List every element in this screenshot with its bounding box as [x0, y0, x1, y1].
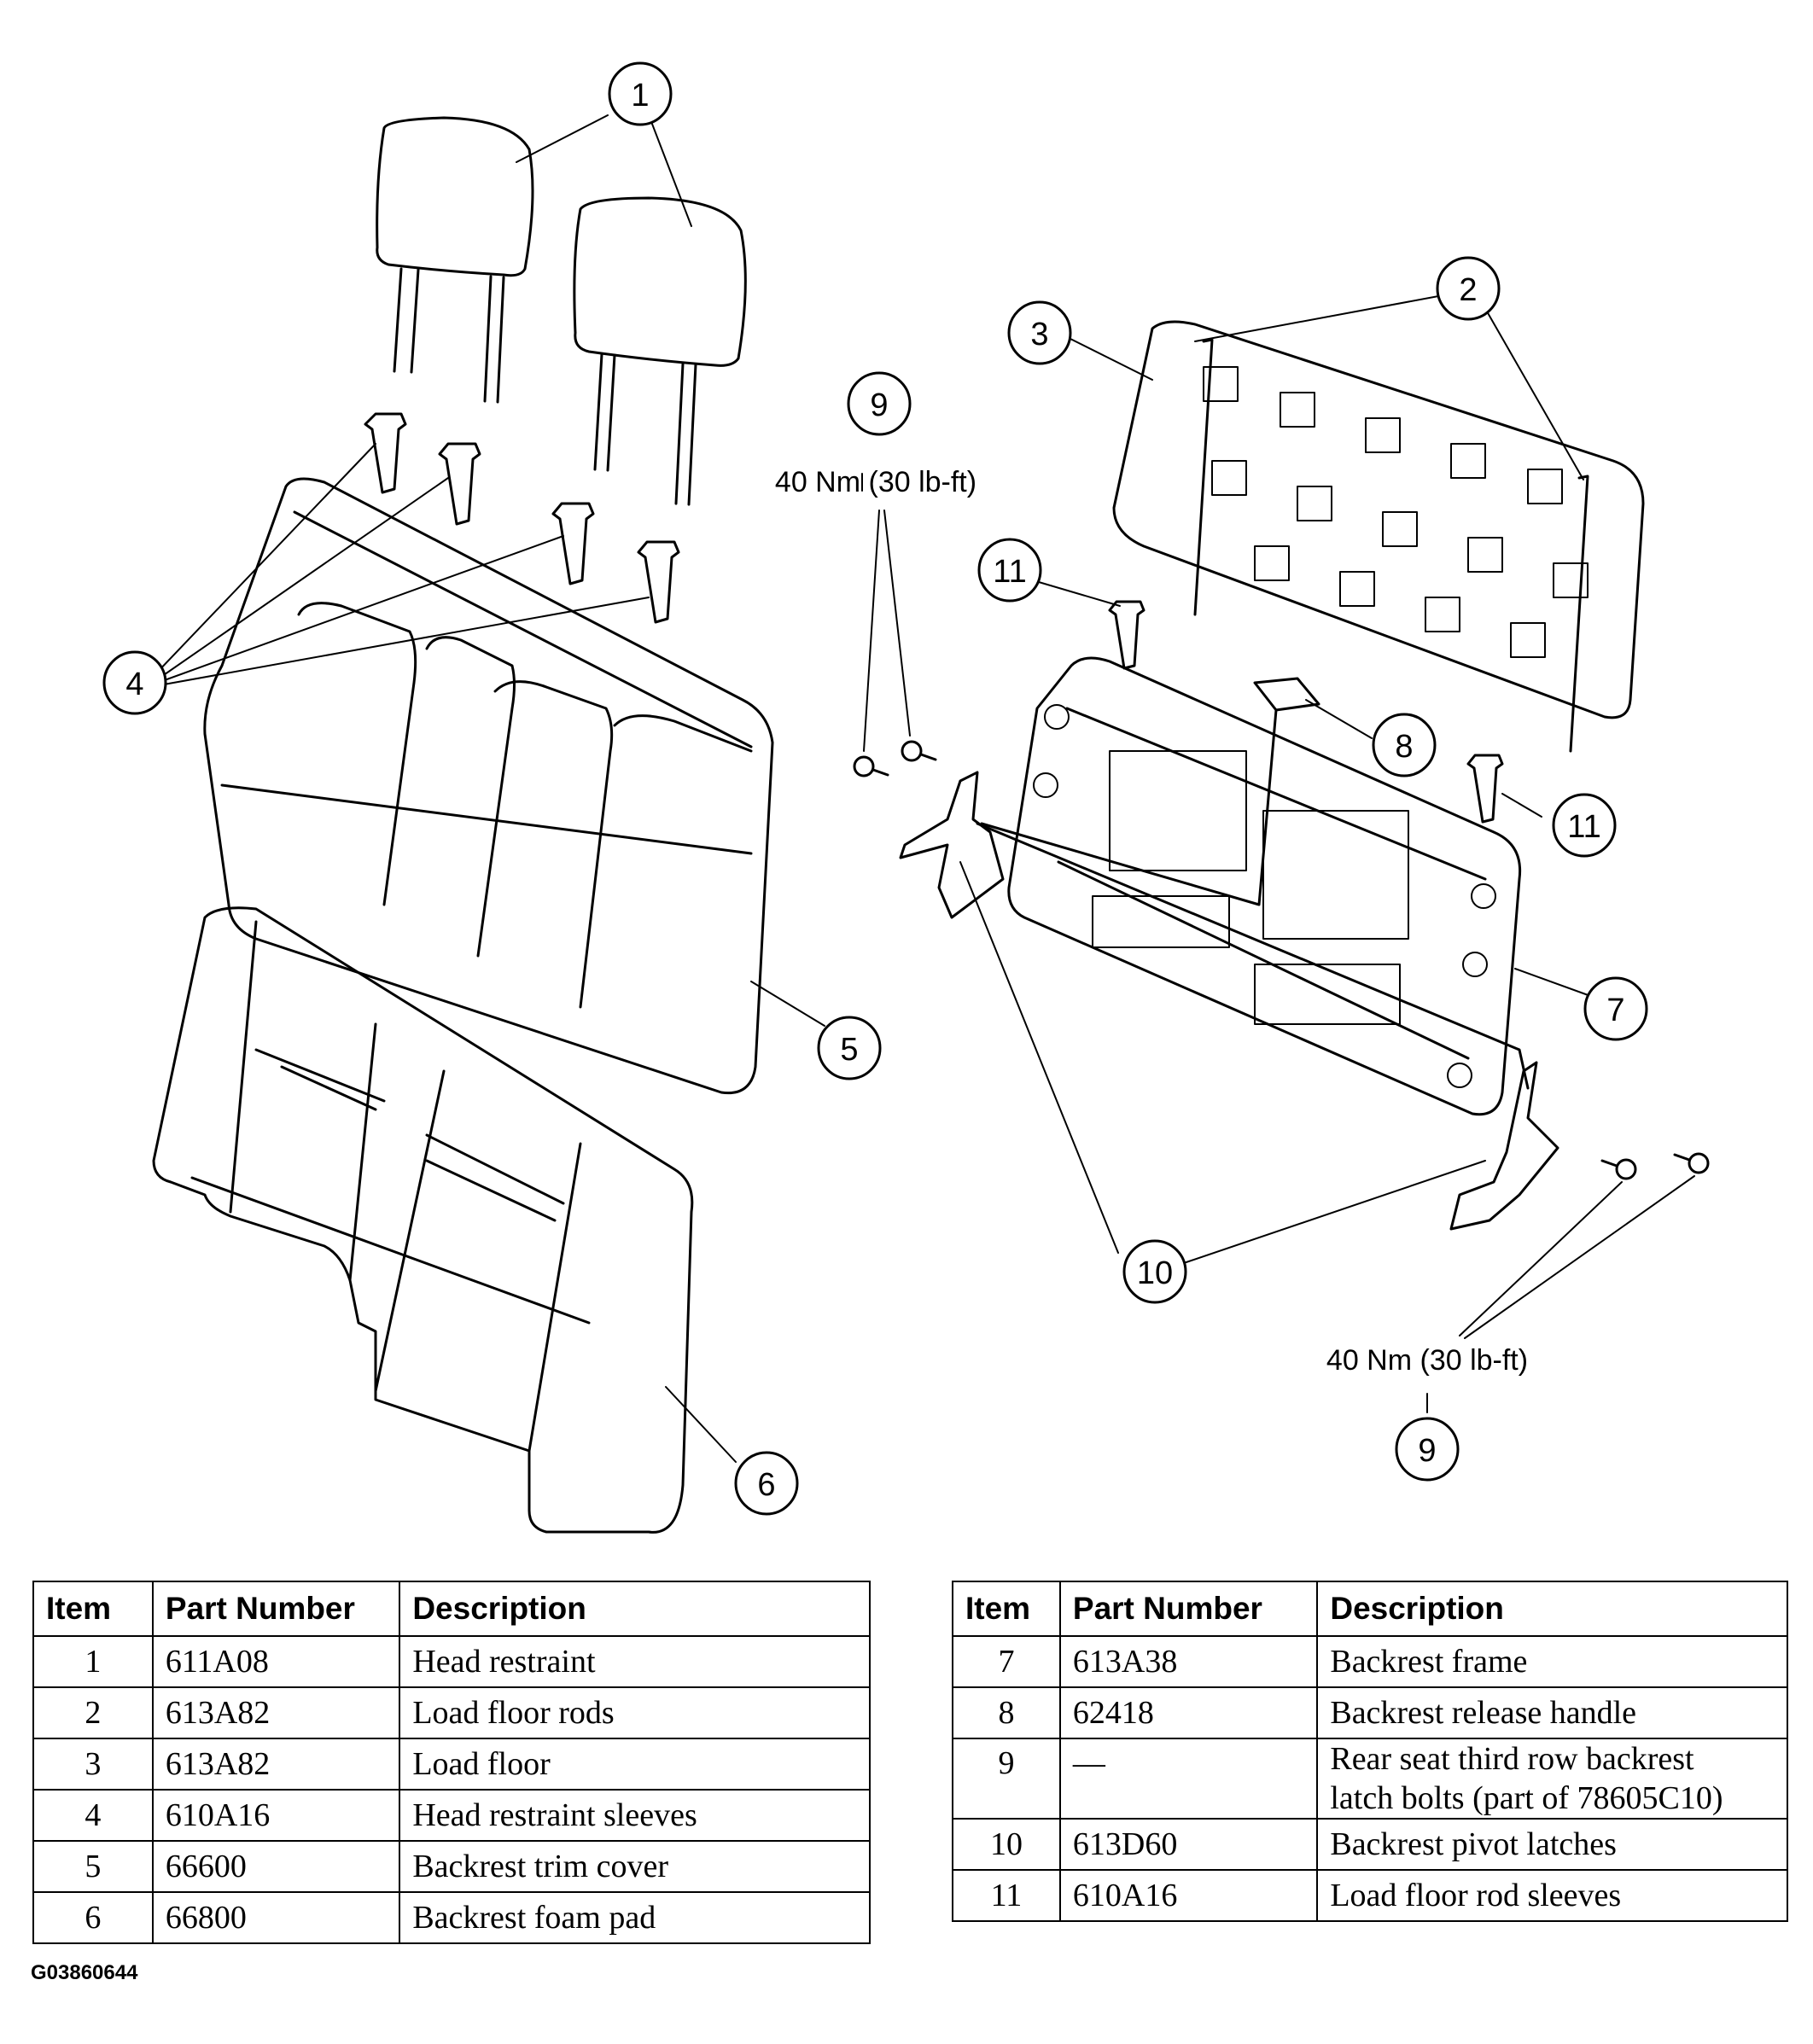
- load-floor: [1112, 320, 1645, 719]
- svg-text:4: 4: [125, 667, 143, 702]
- item-cell: 10: [952, 1818, 1061, 1871]
- part-number-cell: 613A82: [151, 1686, 401, 1739]
- part-number-cell: 610A16: [1058, 1869, 1319, 1922]
- callout-1: 1: [608, 61, 673, 126]
- table-row: 7 613A38 Backrest frame: [952, 1635, 1788, 1688]
- svg-text:2: 2: [1459, 272, 1477, 308]
- part-number-cell: 62418: [1058, 1686, 1319, 1739]
- item-cell: 7: [952, 1635, 1061, 1688]
- backrest-trim-cover: [203, 477, 774, 1095]
- description-cell: Load floor rod sleeves: [1316, 1869, 1788, 1922]
- table-row: 3 613A82 Load floor: [32, 1738, 871, 1791]
- item-cell: 11: [952, 1869, 1061, 1922]
- table-row: 1 611A08 Head restraint: [32, 1635, 871, 1688]
- part-number-cell: 66600: [151, 1840, 401, 1893]
- svg-text:7: 7: [1606, 993, 1624, 1028]
- svg-text:11: 11: [1567, 809, 1600, 845]
- part-number-cell: 613A38: [1058, 1635, 1319, 1688]
- item-cell: 9: [952, 1738, 1061, 1820]
- callout-9-top: 9: [847, 371, 912, 436]
- svg-text:10: 10: [1137, 1255, 1173, 1291]
- svg-text:6: 6: [757, 1467, 775, 1503]
- description-cell: Backrest trim cover: [399, 1840, 871, 1893]
- description-cell: Rear seat third row backrest latch bolts…: [1316, 1738, 1788, 1820]
- svg-text:8: 8: [1395, 729, 1413, 765]
- part-number-cell: 610A16: [151, 1789, 401, 1842]
- backrest-foam-pad: [152, 906, 694, 1534]
- part-number-cell: 613A82: [151, 1738, 401, 1791]
- callout-3: 3: [1007, 300, 1072, 365]
- col-header-description: Description: [399, 1581, 871, 1637]
- col-header-description: Description: [1316, 1581, 1788, 1637]
- head-restraint-sleeves: [364, 412, 680, 624]
- description-cell: Backrest release handle: [1316, 1686, 1788, 1739]
- table-row: 9 — Rear seat third row backrest latch b…: [952, 1738, 1788, 1820]
- svg-text:9: 9: [870, 387, 888, 423]
- col-header-item: Item: [952, 1581, 1061, 1637]
- head-restraint-left: [376, 116, 534, 404]
- table-row: 4 610A16 Head restraint sleeves: [32, 1789, 871, 1842]
- callout-7: 7: [1583, 976, 1648, 1041]
- leader-lines: [154, 114, 1695, 1463]
- item-cell: 4: [32, 1789, 154, 1842]
- callout-8: 8: [1372, 713, 1437, 777]
- item-cell: 2: [32, 1686, 154, 1739]
- table-row: 10 613D60 Backrest pivot latches: [952, 1818, 1788, 1871]
- item-cell: 6: [32, 1891, 154, 1944]
- load-floor-rod-sleeves: [1108, 600, 1504, 824]
- table-row: 2 613A82 Load floor rods: [32, 1686, 871, 1739]
- col-header-part-number: Part Number: [151, 1581, 401, 1637]
- description-cell: Backrest pivot latches: [1316, 1818, 1788, 1871]
- part-number-cell: 611A08: [151, 1635, 401, 1688]
- parts-table-left: Item Part Number Description 1 611A08 He…: [32, 1581, 871, 1944]
- callout-11-right: 11: [1552, 793, 1617, 858]
- svg-text:5: 5: [840, 1032, 858, 1068]
- part-number-cell: 613D60: [1058, 1818, 1319, 1871]
- exploded-parts-diagram: 1 2 3 4 5 6 7 8: [102, 61, 1710, 1534]
- latch-bolts: [853, 740, 1710, 1180]
- parts-table-right: Item Part Number Description 7 613A38 Ba…: [952, 1581, 1788, 1922]
- description-cell: Load floor: [399, 1738, 871, 1791]
- item-cell: 1: [32, 1635, 154, 1688]
- item-cell: 3: [32, 1738, 154, 1791]
- callout-2: 2: [1436, 256, 1501, 321]
- description-cell: Backrest frame: [1316, 1635, 1788, 1688]
- description-cell: Backrest foam pad: [399, 1891, 871, 1944]
- head-restraint-right: [573, 196, 747, 506]
- svg-text:11: 11: [993, 554, 1026, 590]
- table-row: 11 610A16 Load floor rod sleeves: [952, 1869, 1788, 1922]
- table-header-row: Item Part Number Description: [952, 1581, 1788, 1637]
- description-cell: Head restraint: [399, 1635, 871, 1688]
- backrest-pivot-latches: [899, 771, 1559, 1231]
- col-header-item: Item: [32, 1581, 154, 1637]
- table-row: 8 62418 Backrest release handle: [952, 1686, 1788, 1739]
- callout-11-left: 11: [977, 538, 1042, 603]
- table-header-row: Item Part Number Description: [32, 1581, 871, 1637]
- table-row: 6 66800 Backrest foam pad: [32, 1891, 871, 1944]
- part-number-cell: —: [1058, 1738, 1319, 1820]
- callout-4: 4: [102, 650, 167, 715]
- col-header-part-number: Part Number: [1058, 1581, 1319, 1637]
- description-cell: Load floor rods: [399, 1686, 871, 1739]
- description-cell: Head restraint sleeves: [399, 1789, 871, 1842]
- figure-code: G03860644: [31, 1961, 138, 1984]
- item-cell: 8: [952, 1686, 1061, 1739]
- item-cell: 5: [32, 1840, 154, 1893]
- callout-5: 5: [817, 1016, 882, 1080]
- callout-9-bottom: 9: [1395, 1417, 1460, 1482]
- svg-text:3: 3: [1030, 317, 1048, 352]
- backrest-release-handle: [980, 677, 1320, 906]
- torque-label-bottom: 40 Nm (30 lb-ft): [1326, 1344, 1528, 1377]
- table-row: 5 66600 Backrest trim cover: [32, 1840, 871, 1893]
- backrest-frame: [1007, 656, 1522, 1116]
- part-number-cell: 66800: [151, 1891, 401, 1944]
- callout-6: 6: [734, 1451, 799, 1516]
- torque-label-top: 40 Nm (30 lb-ft): [775, 466, 976, 498]
- callout-10: 10: [1122, 1239, 1187, 1304]
- svg-text:1: 1: [631, 78, 649, 114]
- svg-text:9: 9: [1418, 1433, 1436, 1469]
